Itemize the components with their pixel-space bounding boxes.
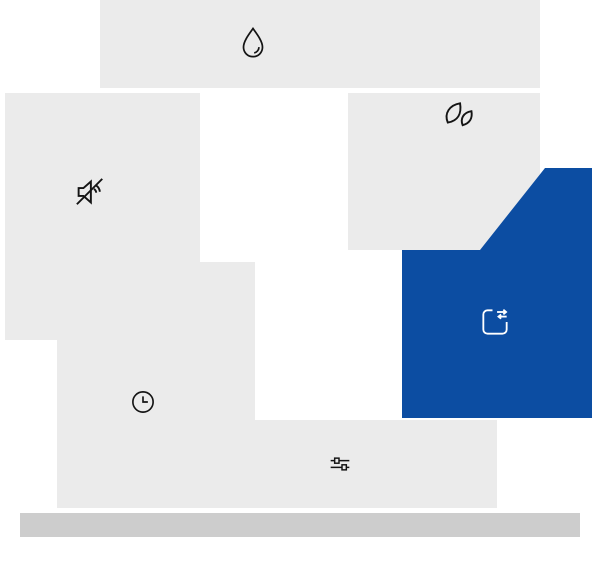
tile-water[interactable] [100, 0, 540, 88]
leaves-icon [445, 102, 473, 127]
water-drop-icon [242, 27, 264, 58]
clock-icon [132, 391, 154, 413]
door-swap-icon [482, 308, 508, 335]
sliders-icon [330, 457, 350, 471]
tile-settings[interactable] [57, 420, 497, 508]
footer-shadow-strip [20, 513, 580, 537]
speaker-muted-icon [76, 178, 103, 205]
